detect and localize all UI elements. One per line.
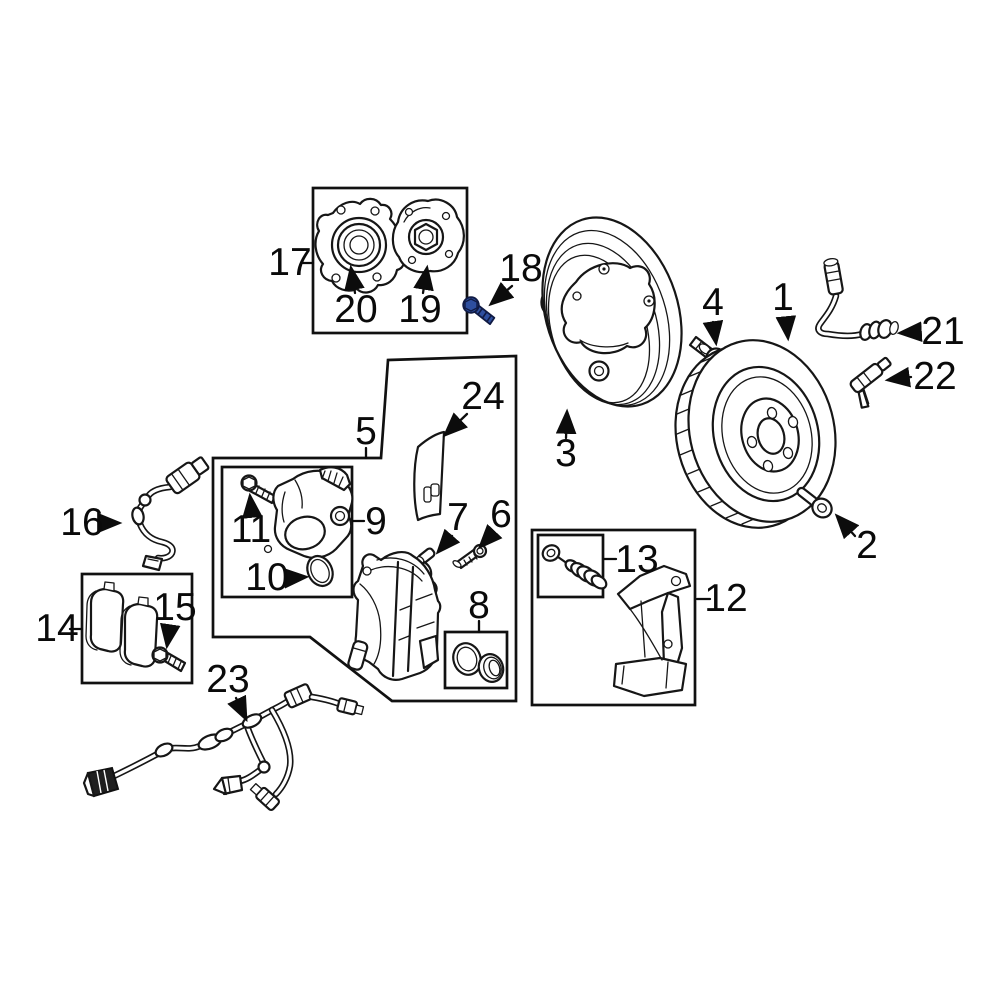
leader-1 [775, 315, 797, 342]
leader-21 [896, 321, 923, 343]
callout-17[interactable]: 17 [268, 241, 311, 284]
leader-15 [160, 622, 181, 650]
callout-2[interactable]: 2 [856, 524, 878, 567]
leader-24 [442, 412, 469, 438]
leader-10 [283, 567, 310, 589]
leader-18 [488, 281, 515, 307]
callout-4[interactable]: 4 [702, 281, 724, 324]
group-box-8 [443, 630, 509, 690]
callout-7[interactable]: 7 [447, 496, 469, 539]
callout-12[interactable]: 12 [704, 577, 747, 620]
wheel-hub-drawing [391, 198, 465, 274]
brake-pad-drawing-outer [85, 581, 125, 653]
group-box-5 [211, 354, 518, 703]
callout-1[interactable]: 1 [772, 276, 794, 319]
pad-shim-drawing [413, 430, 446, 522]
leader-20 [344, 264, 365, 295]
leader-23 [227, 694, 248, 723]
brake-caliper-drawing [347, 550, 442, 681]
caliper-guide-pin-drawing [541, 544, 608, 590]
caliper-bracket-drawing [612, 564, 692, 698]
parking-brake-actuator-drawing [263, 466, 354, 559]
leader-7 [435, 528, 461, 555]
callout-19[interactable]: 19 [398, 288, 441, 331]
brake-hose-drawing [815, 257, 899, 341]
leader-6 [477, 523, 503, 550]
callout-15[interactable]: 15 [153, 586, 196, 629]
callout-24[interactable]: 24 [461, 375, 504, 418]
callout-20[interactable]: 20 [334, 288, 377, 331]
leader-2 [834, 513, 860, 540]
callout-leaders [68, 261, 923, 723]
bolt-drawing-11 [240, 474, 277, 505]
callout-6[interactable]: 6 [490, 493, 512, 536]
callout-14[interactable]: 14 [35, 607, 78, 650]
piston-seal-kit-drawing [452, 642, 505, 683]
group-box-9 [220, 465, 354, 599]
callout-23[interactable]: 23 [206, 658, 249, 701]
countersunk-screw-drawing [796, 486, 833, 519]
brake-rotor-drawing [674, 339, 837, 529]
rotor-vent-hatches [676, 341, 755, 525]
callout-13[interactable]: 13 [615, 538, 658, 581]
callout-8[interactable]: 8 [468, 584, 490, 627]
callout-11[interactable]: 11 [231, 508, 272, 551]
leader-11 [241, 492, 263, 519]
leader-22 [884, 366, 913, 388]
callout-9[interactable]: 9 [365, 500, 387, 543]
abs-sensor-drawing [849, 356, 892, 409]
callout-10[interactable]: 10 [245, 556, 288, 599]
splash-shield-drawing [540, 216, 683, 408]
callout-18[interactable]: 18 [499, 247, 542, 290]
leader-4 [702, 319, 724, 347]
wiring-harness-drawing [82, 683, 365, 812]
bolt-drawing-6 [452, 543, 488, 570]
wheel-bearing-flange-drawing [314, 197, 406, 294]
wear-sensor-drawing [131, 456, 210, 572]
callout-21[interactable]: 21 [921, 310, 964, 353]
bolt-drawing-15 [151, 646, 187, 673]
leader-3 [555, 408, 577, 440]
group-box-13 [536, 533, 605, 599]
callout-16[interactable]: 16 [60, 501, 103, 544]
group-box-12 [530, 528, 697, 707]
callout-3[interactable]: 3 [555, 432, 577, 475]
highlighted-bolt-drawing [462, 296, 496, 326]
callout-5[interactable]: 5 [355, 410, 377, 453]
leader-19 [413, 264, 434, 295]
callout-22[interactable]: 22 [913, 355, 956, 398]
group-box-17 [311, 186, 469, 335]
